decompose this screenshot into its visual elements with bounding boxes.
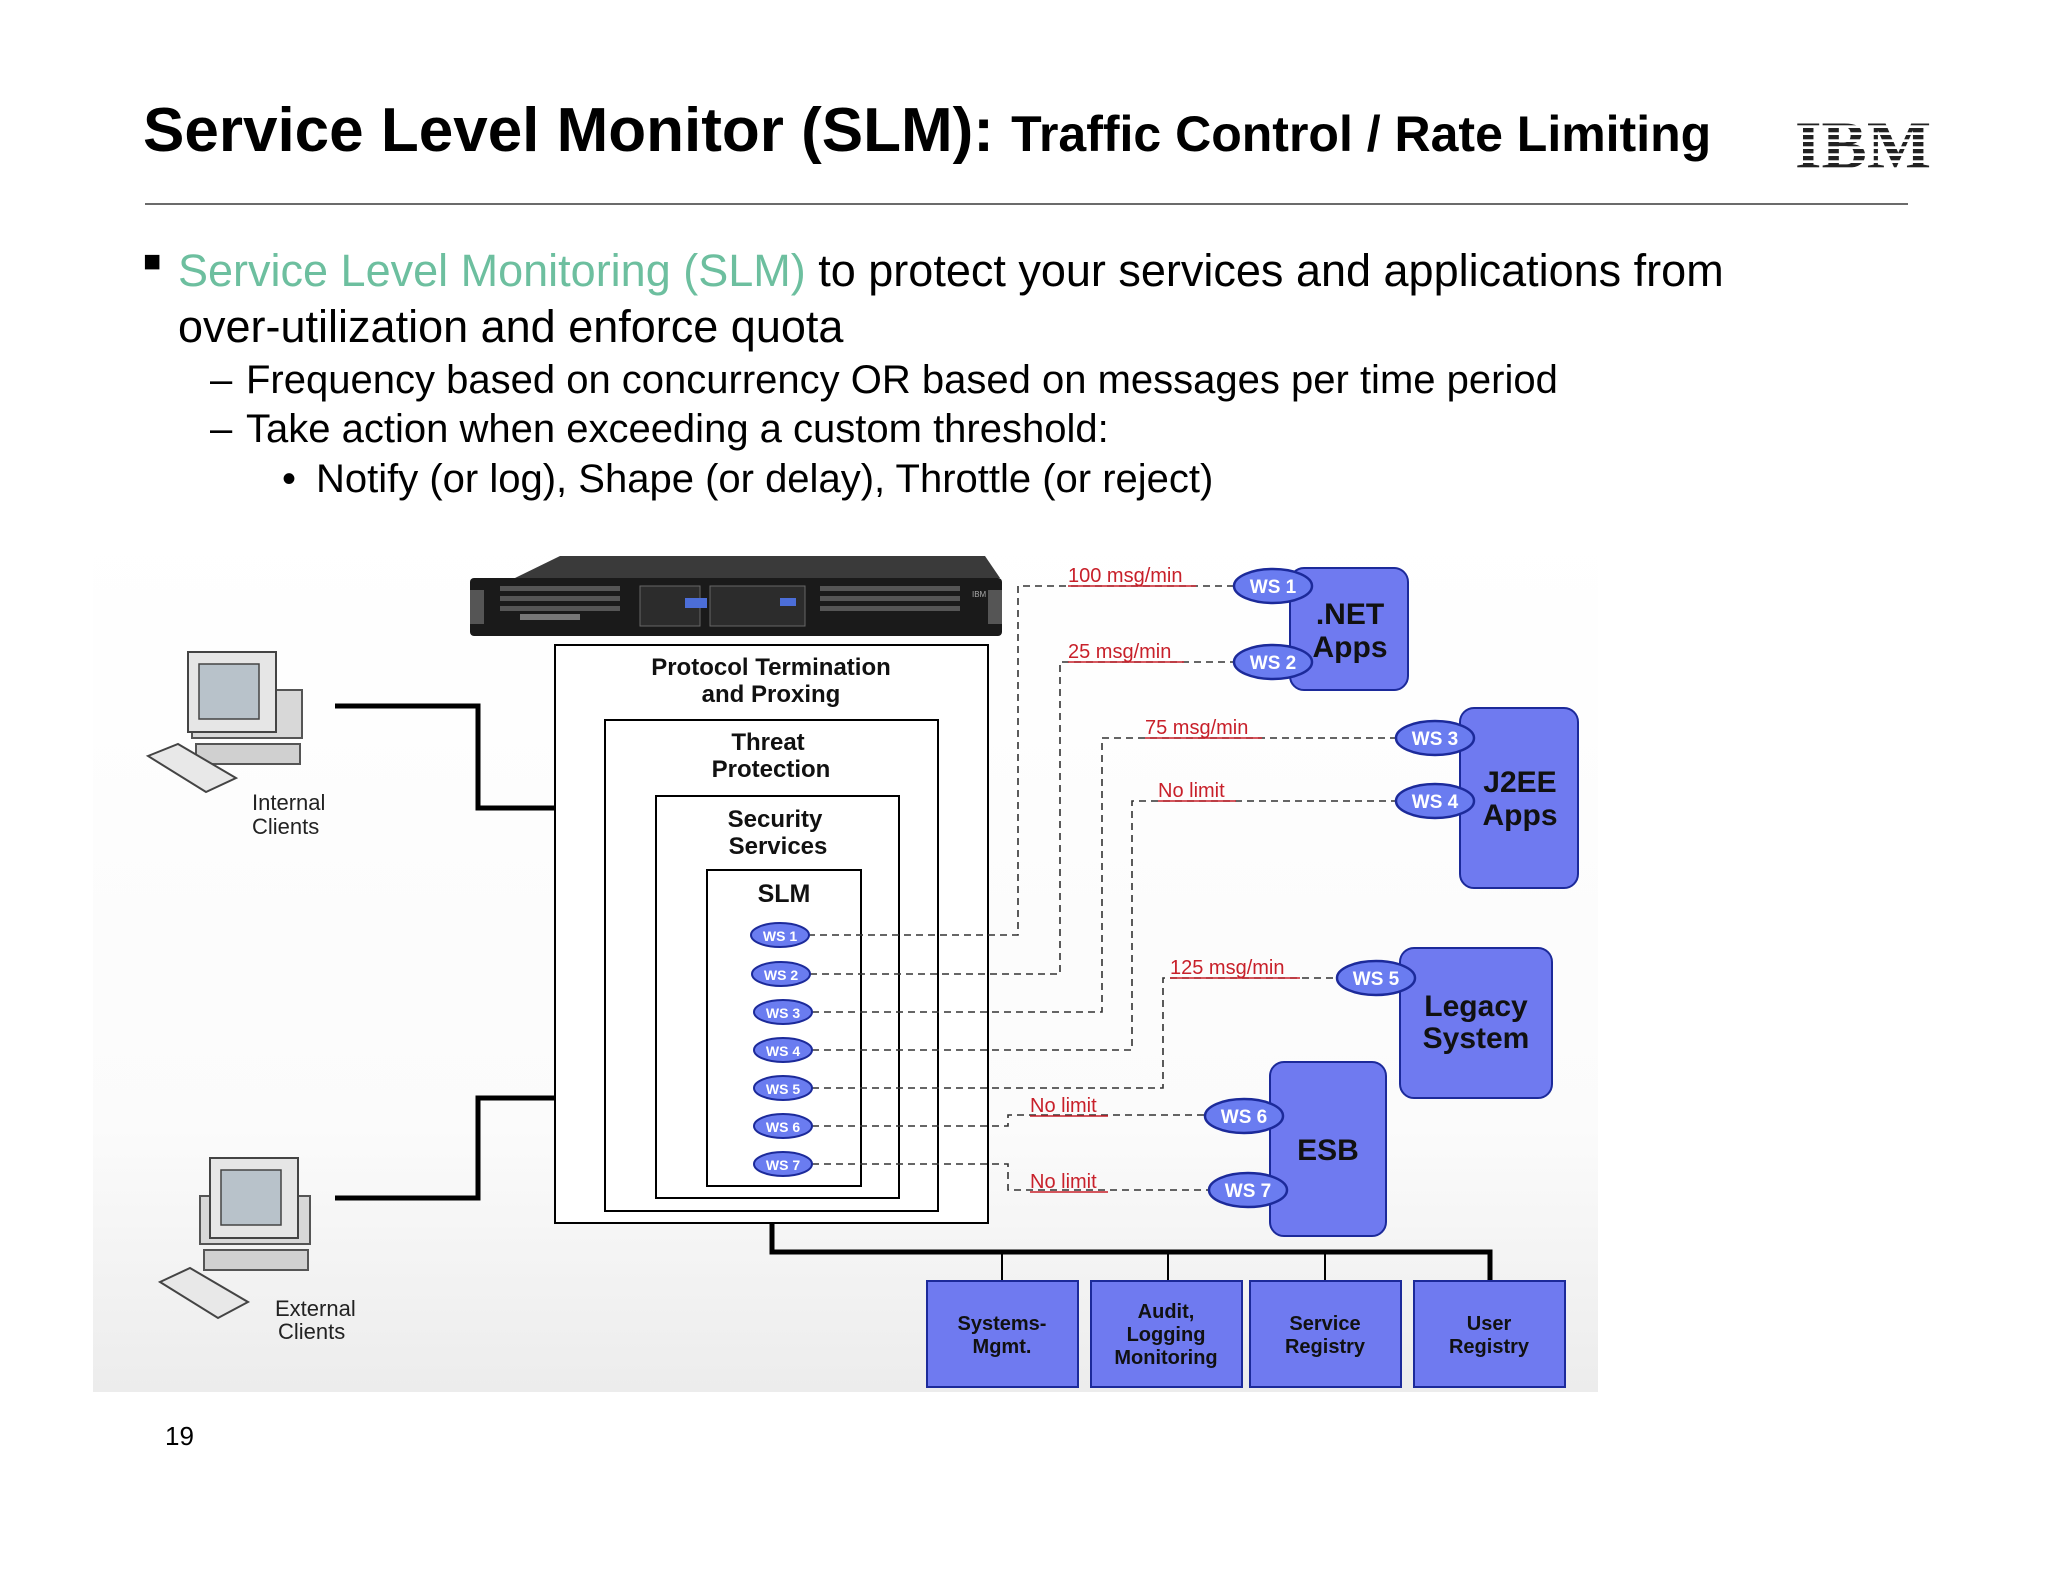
svg-text:Monitoring: Monitoring	[1114, 1347, 1217, 1369]
page-number: 19	[165, 1421, 194, 1451]
user-registry-box: User Registry	[1413, 1280, 1566, 1388]
sub-sub-bullet-1: Notify (or log), Shape (or delay), Throt…	[316, 457, 1214, 501]
esb-box: ESB	[1269, 1061, 1387, 1237]
title-main: Service Level Monitor (SLM):	[143, 96, 1012, 165]
slm-ws-6: WS 6	[753, 1113, 813, 1139]
ibm-logo-text: IBM	[1795, 114, 1931, 172]
slm-ws-1: WS 1	[750, 922, 810, 948]
svg-text:Apps: Apps	[1313, 631, 1388, 664]
internal-client-connector	[335, 703, 555, 811]
threat-label-2: Protection	[712, 756, 831, 783]
service-registry-box: Service Registry	[1249, 1280, 1402, 1388]
limit-ws3: 75 msg/min	[1145, 717, 1248, 739]
svg-text:WS 1: WS 1	[763, 928, 797, 944]
limit-ws6: No limit	[1030, 1095, 1097, 1117]
slm-ws-4: WS 4	[753, 1037, 813, 1063]
limit-ws1: 100 msg/min	[1068, 565, 1183, 587]
page-title: Service Level Monitor (SLM): Traffic Con…	[143, 100, 1711, 162]
sub-sub-bullet-dot: •	[282, 457, 297, 501]
internal-clients-label-1: Internal	[252, 790, 325, 815]
svg-text:WS 7: WS 7	[766, 1157, 800, 1173]
j2ee-apps-box: J2EE Apps	[1459, 707, 1579, 889]
infrastructure-bus	[769, 1223, 1493, 1282]
svg-text:WS 7: WS 7	[1225, 1181, 1271, 1202]
external-clients-label-1: External	[275, 1296, 356, 1321]
backend-ws-3: WS 3	[1394, 719, 1476, 757]
slm-ws-3: WS 3	[753, 999, 813, 1025]
backend-ws-5: WS 5	[1335, 959, 1417, 997]
bullet-marker: ■	[143, 245, 162, 278]
svg-text:Legacy: Legacy	[1424, 990, 1528, 1023]
ibm-logo: IBM	[1795, 114, 1931, 172]
bullet-line-1: Service Level Monitoring (SLM) to protec…	[178, 244, 1724, 298]
svg-text:Registry: Registry	[1285, 1336, 1366, 1358]
svg-text:WS 5: WS 5	[766, 1081, 800, 1097]
svg-text:Logging: Logging	[1127, 1324, 1206, 1346]
net-apps-box: .NET Apps	[1289, 567, 1409, 691]
limit-ws7: No limit	[1030, 1171, 1097, 1193]
limit-ws5: 125 msg/min	[1170, 957, 1285, 979]
svg-text:WS 3: WS 3	[766, 1005, 800, 1021]
datapower-appliance: IBM	[470, 556, 1002, 636]
protocol-label-1: Protocol Termination	[651, 654, 891, 681]
audit-logging-box: Audit, Logging Monitoring	[1090, 1280, 1243, 1388]
svg-text:WS 1: WS 1	[1250, 577, 1297, 598]
sub-bullet-dash-2: –	[210, 407, 233, 451]
sub-bullet-2: Take action when exceeding a custom thre…	[246, 407, 1109, 451]
slm-ws-5: WS 5	[753, 1075, 813, 1101]
backend-ws-1: WS 1	[1232, 567, 1314, 605]
slm-service-list: WS 1 WS 2 WS 3 WS 4 WS 5 WS 6 WS 7	[750, 922, 813, 1177]
title-subtitle: Traffic Control / Rate Limiting	[1011, 106, 1712, 162]
rate-limit-labels: 100 msg/min 25 msg/min 75 msg/min No lim…	[1030, 565, 1300, 1193]
svg-text:Apps: Apps	[1483, 799, 1558, 832]
backend-ws-6: WS 6	[1203, 1097, 1285, 1135]
svg-text:WS 5: WS 5	[1353, 969, 1400, 990]
title-divider	[145, 203, 1908, 205]
svg-text:WS 6: WS 6	[1221, 1107, 1267, 1128]
sub-bullet-dash-1: –	[210, 358, 233, 402]
svg-text:J2EE: J2EE	[1483, 766, 1556, 799]
external-client-connector	[335, 1095, 555, 1201]
backend-ws-7: WS 7	[1207, 1171, 1289, 1209]
security-label-2: Services	[729, 833, 828, 860]
svg-text:Registry: Registry	[1449, 1336, 1530, 1358]
slm-ws-7: WS 7	[753, 1151, 813, 1177]
sub-bullet-1: Frequency based on concurrency OR based …	[246, 358, 1558, 402]
svg-text:ESB: ESB	[1297, 1134, 1359, 1167]
svg-text:.NET: .NET	[1316, 598, 1384, 631]
svg-text:System: System	[1423, 1022, 1530, 1055]
bullet-line-1-rest: to protect your services and application…	[805, 245, 1724, 296]
limit-ws4: No limit	[1158, 780, 1225, 802]
threat-label-1: Threat	[731, 729, 804, 756]
svg-text:Systems-: Systems-	[958, 1313, 1047, 1335]
limit-ws2: 25 msg/min	[1068, 641, 1171, 663]
backend-ws-2: WS 2	[1232, 643, 1314, 681]
external-clients-label-2: Clients	[278, 1319, 345, 1344]
slm-label: SLM	[758, 880, 811, 908]
svg-text:WS 6: WS 6	[766, 1119, 800, 1135]
svg-text:WS 4: WS 4	[1412, 792, 1459, 813]
protocol-label-2: and Proxing	[702, 681, 841, 708]
legacy-system-box: Legacy System	[1399, 947, 1553, 1099]
bullet-line-2: over-utilization and enforce quota	[178, 301, 844, 352]
external-client-computer-icon	[157, 1157, 311, 1320]
svg-text:User: User	[1467, 1313, 1512, 1335]
svg-text:Audit,: Audit,	[1138, 1301, 1195, 1323]
backend-ws-4: WS 4	[1394, 782, 1476, 820]
internal-clients-label-2: Clients	[252, 814, 319, 839]
systems-mgmt-box: Systems- Mgmt.	[926, 1280, 1079, 1388]
backend-service-list: WS 1 WS 2 WS 3 WS 4 WS 5 WS 6 WS 7	[1203, 567, 1476, 1209]
svg-text:Service: Service	[1289, 1313, 1360, 1335]
svg-text:WS 2: WS 2	[1250, 653, 1296, 674]
svg-text:WS 3: WS 3	[1412, 729, 1458, 750]
appliance-brand: IBM	[972, 590, 987, 599]
security-label-1: Security	[728, 806, 823, 833]
slm-ws-2: WS 2	[751, 961, 811, 987]
svg-text:WS 4: WS 4	[766, 1043, 800, 1059]
svg-text:WS 2: WS 2	[764, 967, 798, 983]
slm-highlight: Service Level Monitoring (SLM)	[178, 245, 806, 296]
internal-client-computer-icon	[145, 651, 303, 794]
svg-text:Mgmt.: Mgmt.	[973, 1336, 1032, 1358]
